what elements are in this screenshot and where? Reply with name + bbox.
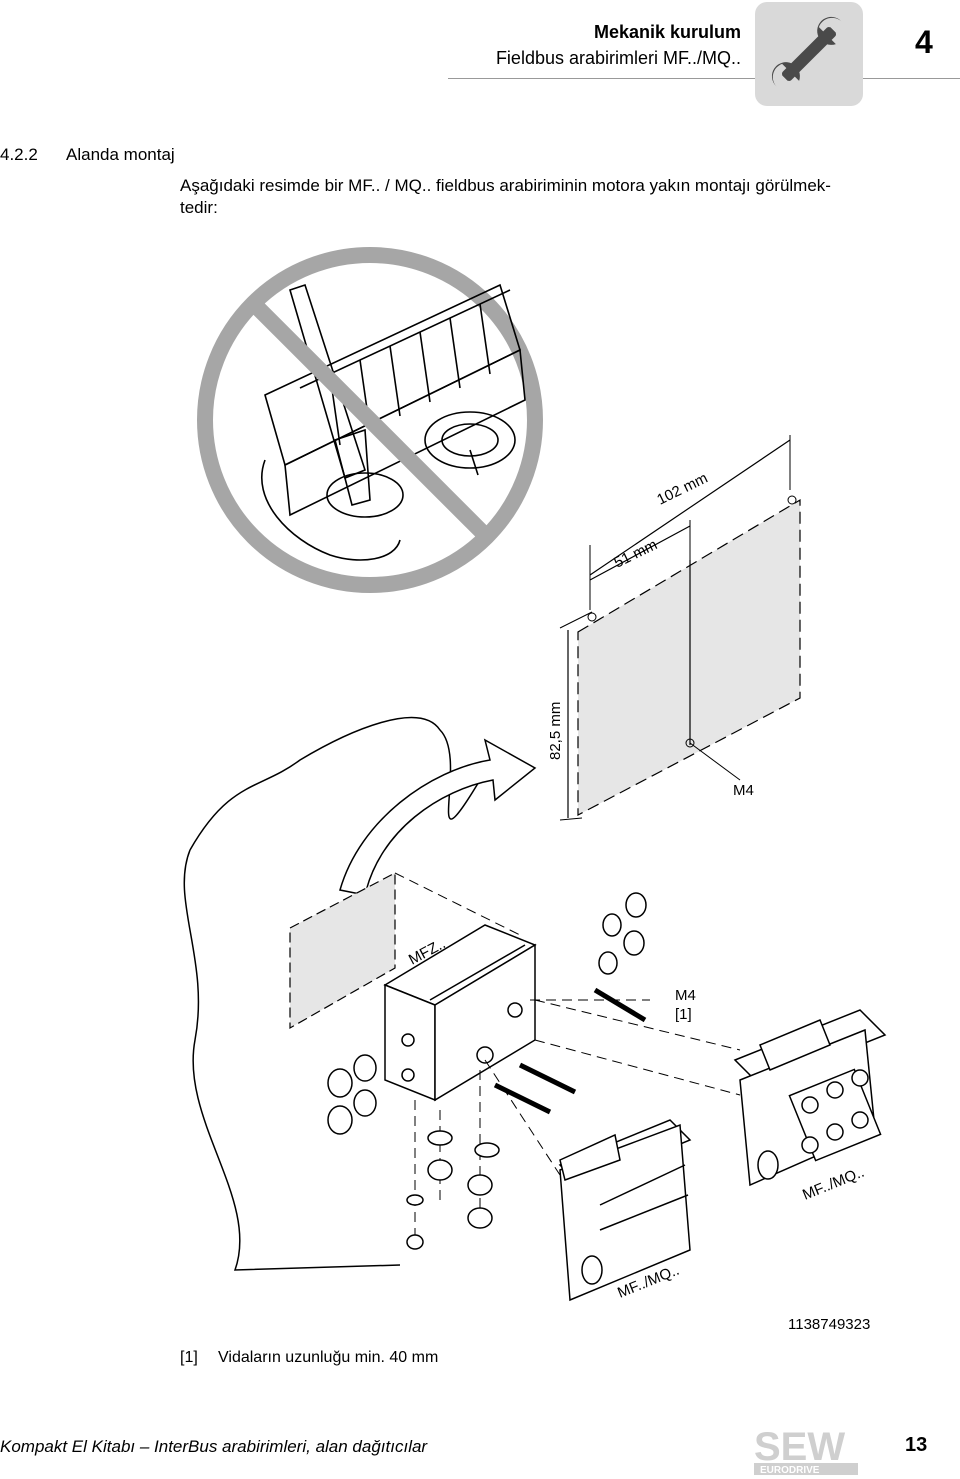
wrench-icon [755,2,863,106]
intro-line-1: Aşağıdaki resimde bir MF.. / MQ.. fieldb… [180,176,831,195]
dim-102-label: 102 mm [654,470,710,509]
mfmq-right-label: MF../MQ.. [800,1164,867,1204]
mfmq-module-right [733,1009,887,1187]
section-title: Alanda montaj [66,145,175,164]
svg-text:SEW: SEW [754,1425,845,1469]
mfmq-module-left [558,1119,692,1302]
dim-82-label: 82,5 mm [547,702,564,760]
intro-paragraph: Aşağıdaki resimde bir MF.. / MQ.. fieldb… [180,175,900,219]
footer-text: Kompakt El Kitabı – InterBus arabirimler… [0,1437,428,1456]
svg-text:EURODRIVE: EURODRIVE [760,1465,820,1476]
header-divider [448,78,960,79]
motor-outline [183,716,481,1271]
figure-id: 1138749323 [788,1316,871,1333]
mounting-figure: 102 mm 51 mm 82,5 mm M4 MFZ.. M4 [1] [183,247,887,1302]
sew-logo: SEW EURODRIVE [754,1425,858,1476]
screw-m4-label: M4 [675,987,696,1004]
plate-m4-label: M4 [733,782,754,799]
screw-ref-label: [1] [675,1006,692,1023]
mfz-housing [383,924,537,1102]
page-number: 13 [905,1434,928,1456]
chapter-number: 4 [915,24,933,60]
header-subtitle: Fieldbus arabirimleri MF../MQ.. [495,48,741,68]
dim-51-label: 51 mm [611,536,660,571]
motor-plate [289,872,396,1030]
header-title: Mekanik kurulum [593,22,741,42]
mounting-plate [559,435,801,821]
section-number: 4.2.2 [0,145,38,164]
curved-arrow [339,738,537,896]
no-entry-icon [197,247,543,593]
legend-text: Vidaların uzunluğu min. 40 mm [218,1349,439,1366]
legend-key: [1] [180,1349,198,1366]
intro-line-2: tedir: [180,198,218,217]
